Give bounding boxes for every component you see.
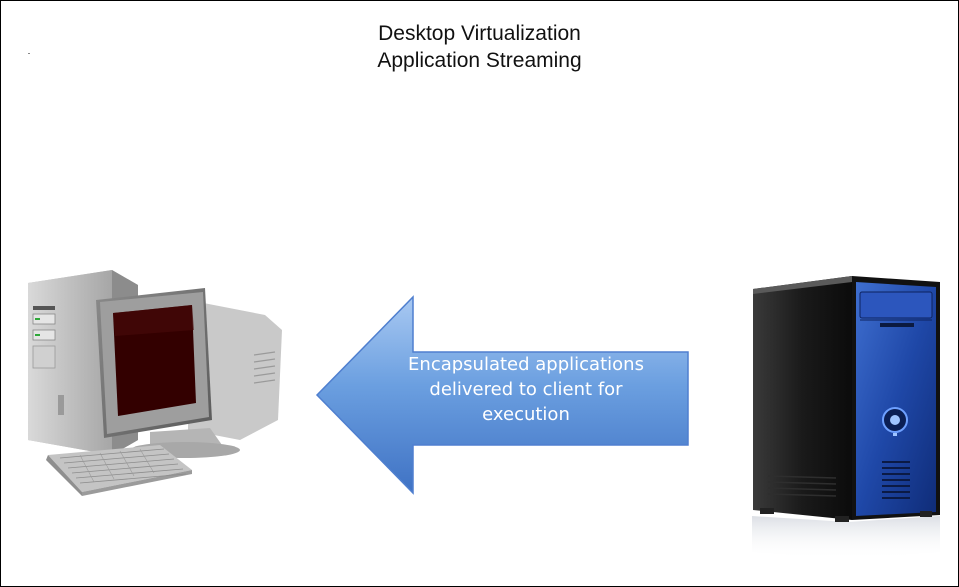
title-line-1: Desktop Virtualization [378, 22, 581, 45]
arrow-label-line-3: execution [482, 404, 570, 425]
arrow-label-line-1: Encapsulated applications [408, 354, 644, 375]
tower-server-icon [752, 276, 940, 560]
diagram-title: Desktop Virtualization Application Strea… [0, 20, 959, 74]
stray-mark [28, 53, 30, 54]
desktop-computer-icon [28, 270, 282, 496]
delivery-arrow [315, 295, 689, 495]
arrow-label: Encapsulated applications delivered to c… [372, 352, 680, 427]
arrow-label-line-2: delivered to client for [429, 379, 623, 400]
title-line-2: Application Streaming [377, 49, 582, 72]
